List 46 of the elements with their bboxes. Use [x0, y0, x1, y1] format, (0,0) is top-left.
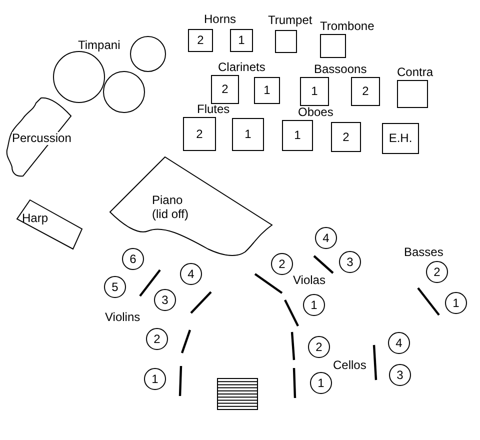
- cello-seat: 1: [310, 372, 332, 394]
- section-label: Oboes: [298, 106, 334, 119]
- percussion-label: Percussion: [12, 132, 72, 145]
- viola-seat: 4: [315, 227, 337, 249]
- section-label: Trombone: [320, 20, 374, 33]
- bass-seat: 2: [426, 261, 448, 283]
- bass-seat: 1: [445, 292, 467, 314]
- timpani-drum: [103, 71, 145, 113]
- section-label: Timpani: [78, 39, 120, 52]
- violin-seat: 2: [146, 328, 168, 350]
- instrument-box: 2: [188, 29, 213, 52]
- violin-seat: 3: [154, 289, 176, 311]
- section-label: Horns: [204, 13, 236, 26]
- violin-seat: 6: [122, 248, 144, 270]
- section-label: Contra: [397, 66, 434, 79]
- instrument-box: 2: [211, 75, 239, 104]
- section-label: Violas: [293, 274, 326, 287]
- section-label: Trumpet: [268, 14, 312, 27]
- instrument-box: E.H.: [382, 123, 419, 154]
- harp-label: Harp: [22, 212, 48, 225]
- timpani-drum: [53, 51, 105, 103]
- viola-seat: 3: [339, 251, 361, 273]
- instrument-box: 2: [331, 122, 361, 152]
- instrument-box: 1: [300, 77, 329, 106]
- instrument-box: 1: [232, 118, 264, 151]
- instrument-box: 2: [351, 77, 380, 106]
- section-label: Clarinets: [218, 61, 266, 74]
- violin-seat: 4: [180, 263, 202, 285]
- piano-label: Piano (lid off): [152, 193, 190, 221]
- timpani-drum: [130, 36, 166, 72]
- instrument-box: 1: [254, 77, 280, 104]
- cello-seat: 4: [388, 332, 410, 354]
- violin-seat: 1: [144, 368, 166, 390]
- section-label: Cellos: [333, 359, 366, 372]
- violin-seat: 5: [104, 276, 126, 298]
- cello-seat: 3: [389, 364, 411, 386]
- section-label: Bassoons: [314, 63, 367, 76]
- viola-seat: 1: [303, 294, 325, 316]
- section-label: Flutes: [197, 103, 230, 116]
- cello-seat: 2: [308, 336, 330, 358]
- instrument-box: 1: [282, 120, 313, 151]
- instrument-box: 2: [183, 117, 216, 151]
- viola-seat: 2: [271, 253, 293, 275]
- instrument-box: 1: [230, 29, 253, 52]
- section-label: Basses: [404, 246, 444, 259]
- section-label: Violins: [105, 311, 140, 324]
